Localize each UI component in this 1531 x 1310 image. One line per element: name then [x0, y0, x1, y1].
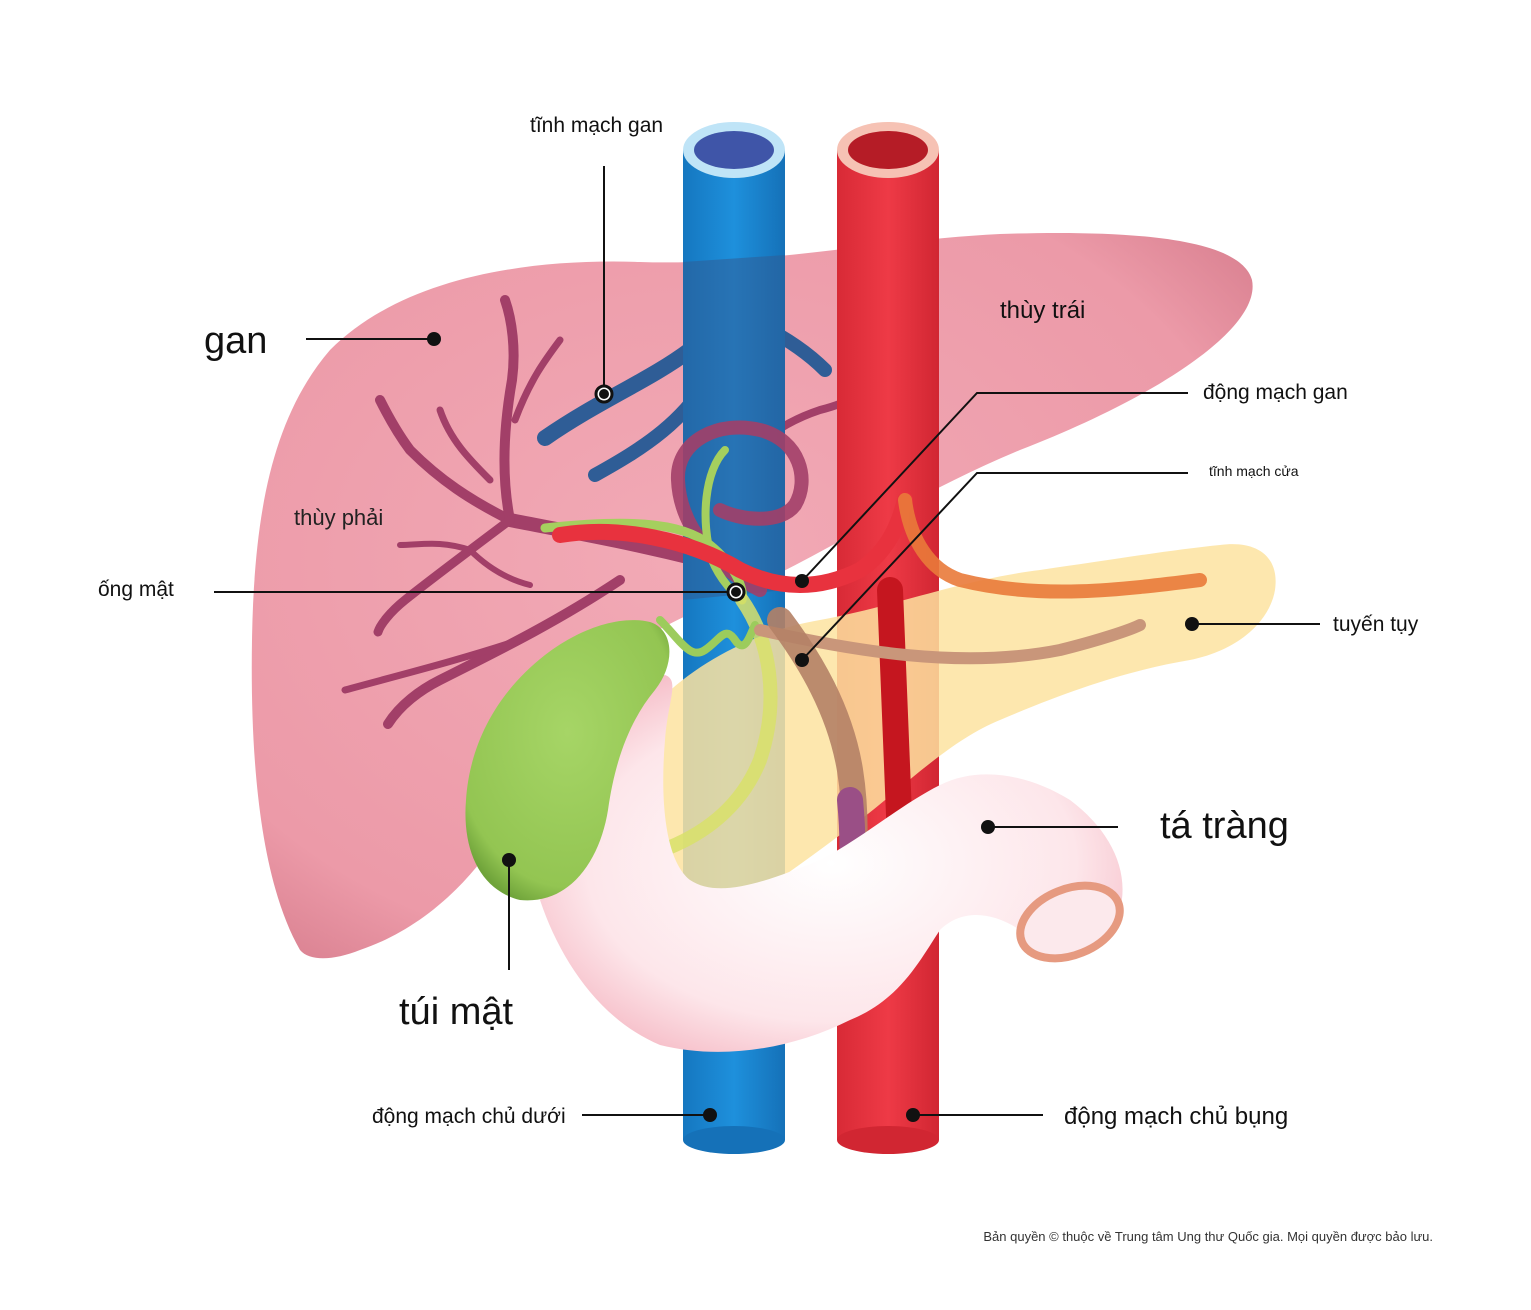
leader-dots	[427, 332, 1199, 1122]
label-hepatic-vein: tĩnh mạch gan	[530, 114, 664, 137]
label-right-lobe: thùy phải	[294, 505, 384, 530]
gallbladder-shape	[465, 620, 670, 901]
label-portal-vein: tĩnh mạch cửa	[1209, 463, 1299, 479]
copyright-notice: Bản quyền © thuộc về Trung tâm Ung thư Q…	[983, 1229, 1433, 1244]
label-duodenum: tá tràng	[1160, 805, 1289, 847]
label-liver: gan	[204, 320, 268, 362]
label-abdominal-aorta: động mạch chủ bụng	[1064, 1103, 1289, 1130]
label-bile-duct: ống mật	[98, 578, 174, 601]
label-hepatic-artery: động mạch gan	[1203, 381, 1348, 404]
label-left-lobe: thùy trái	[1000, 297, 1086, 324]
label-gallbladder: túi mật	[399, 991, 514, 1033]
duodenum-shape	[540, 675, 1123, 1052]
label-inferior-vena-cava: động mạch chủ dưới	[372, 1105, 566, 1128]
duodenum-opening	[1016, 881, 1124, 963]
label-pancreas: tuyến tụy	[1333, 613, 1419, 636]
leader-lines	[214, 166, 1320, 1116]
hepatic-artery-vessel	[552, 492, 1207, 853]
